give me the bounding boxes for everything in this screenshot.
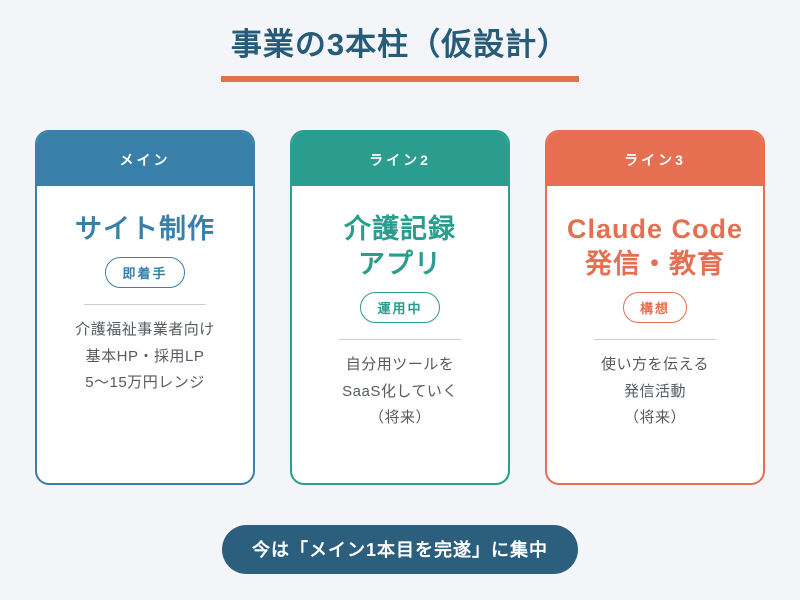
divider	[83, 304, 207, 306]
card-header: メイン	[37, 132, 253, 187]
card-body: サイト制作 即着手 介護福祉事業者向け 基本HP・採用LP 5〜15万円レンジ	[37, 186, 253, 483]
card-line3: ライン3 Claude Code 発信・教育 構想 使い方を伝える 発信活動 （…	[545, 130, 765, 486]
description-line: 基本HP・採用LP	[85, 347, 205, 365]
status-badge: 運用中	[360, 292, 440, 324]
focus-banner: 今は「メイン1本目を完遂」に集中	[221, 525, 578, 575]
card-title: 介護記録 アプリ	[344, 214, 456, 280]
card-title: サイト制作	[75, 214, 215, 245]
description-line: 発信活動	[623, 382, 686, 400]
card-body: Claude Code 発信・教育 構想 使い方を伝える 発信活動 （将来）	[547, 186, 763, 483]
card-description: 使い方を伝える 発信活動 （将来）	[601, 352, 709, 431]
description-line: 自分用ツールを	[345, 356, 455, 374]
card-main: メイン サイト制作 即着手 介護福祉事業者向け 基本HP・採用LP 5〜15万円…	[35, 130, 255, 486]
description-line: SaaS化していく	[342, 382, 458, 400]
card-line2: ライン2 介護記録 アプリ 運用中 自分用ツールを SaaS化していく （将来）	[290, 130, 510, 486]
card-header: ライン2	[292, 132, 508, 187]
description-line: 5〜15万円レンジ	[85, 373, 205, 391]
description-line: （将来）	[623, 408, 686, 426]
status-badge: 構想	[622, 292, 687, 324]
card-title: Claude Code 発信・教育	[566, 214, 744, 280]
card-description: 自分用ツールを SaaS化していく （将来）	[342, 352, 458, 431]
card-header-label: ライン3	[624, 152, 686, 169]
description-line: 使い方を伝える	[600, 356, 710, 374]
card-header-label: ライン2	[369, 152, 431, 169]
cards-row: メイン サイト制作 即着手 介護福祉事業者向け 基本HP・採用LP 5〜15万円…	[35, 130, 765, 486]
divider	[593, 339, 717, 341]
page-title: 事業の3本柱（仮設計）	[230, 27, 570, 62]
card-description: 介護福祉事業者向け 基本HP・採用LP 5〜15万円レンジ	[75, 317, 215, 396]
description-line: （将来）	[368, 408, 431, 426]
status-badge: 即着手	[105, 257, 185, 289]
card-body: 介護記録 アプリ 運用中 自分用ツールを SaaS化していく （将来）	[292, 186, 508, 483]
divider	[338, 339, 462, 341]
title-underline	[221, 76, 579, 83]
card-header: ライン3	[547, 132, 763, 187]
description-line: 介護福祉事業者向け	[75, 321, 215, 339]
card-header-label: メイン	[119, 152, 171, 169]
